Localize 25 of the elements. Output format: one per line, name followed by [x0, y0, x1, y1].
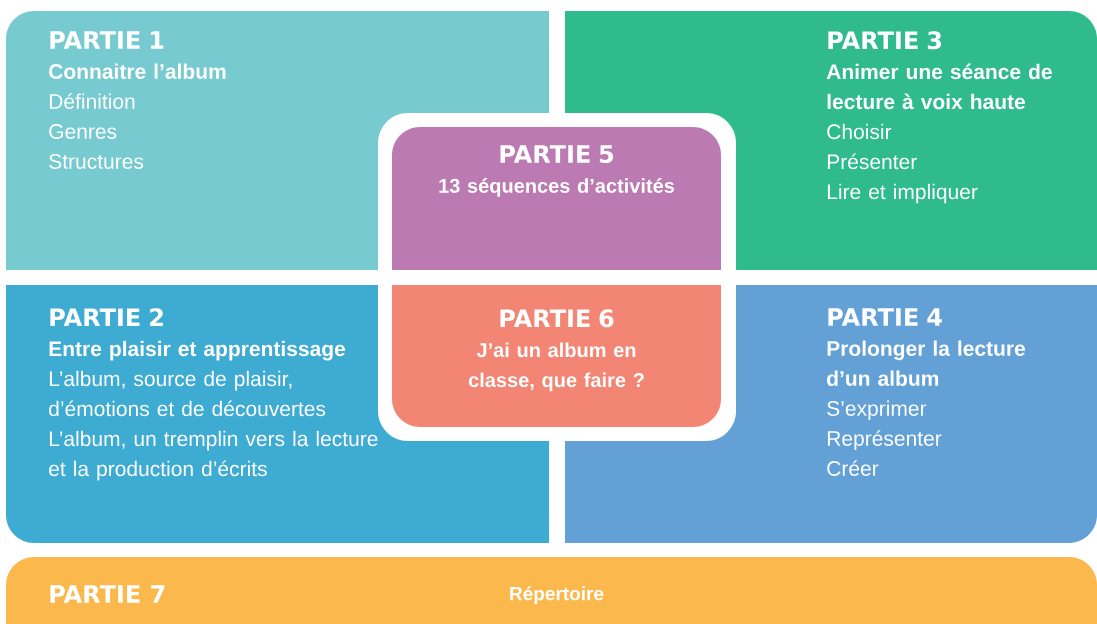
list-item: Lire et impliquer [827, 183, 978, 204]
section-heading: PARTIE 4 [828, 308, 942, 326]
section-heading: PARTIE 2 [50, 308, 163, 326]
list-item: Définition [49, 93, 135, 109]
section-title: 13 séquences d’activités [439, 178, 675, 197]
section-title: J’ai un album en classe, que faire ? [468, 342, 644, 392]
list-item: S’exprimer [827, 400, 927, 421]
list-item: Genres [49, 124, 117, 139]
section-heading: PARTIE 3 [828, 31, 942, 50]
section-title: Répertoire [510, 586, 604, 605]
section-heading: PARTIE 5 [500, 145, 614, 164]
list-item: Structures [49, 154, 144, 169]
section-title: Entre plaisir et apprentissage [49, 340, 346, 361]
list-item: Représenter [827, 430, 942, 451]
section-heading: PARTIE 1 [50, 31, 164, 49]
list-item: L’album, source de plaisir, d’émotions et de découvertes [49, 370, 326, 417]
section-title: Connaitre l’album [49, 63, 226, 79]
section-title: Prolonger la lecture d’un album [827, 340, 1026, 386]
list-item: Choisir [827, 123, 892, 140]
section-heading: PARTIE 7 [50, 585, 165, 603]
list-item: L’album, un tremplin vers la lecture et la production d’écrits [49, 430, 378, 481]
list-item: Créer [827, 460, 879, 476]
section-title: Animer une séance de lecture à voix haute [826, 63, 1052, 110]
list-item: Présenter [827, 153, 917, 170]
section-heading: PARTIE 6 [500, 309, 614, 328]
